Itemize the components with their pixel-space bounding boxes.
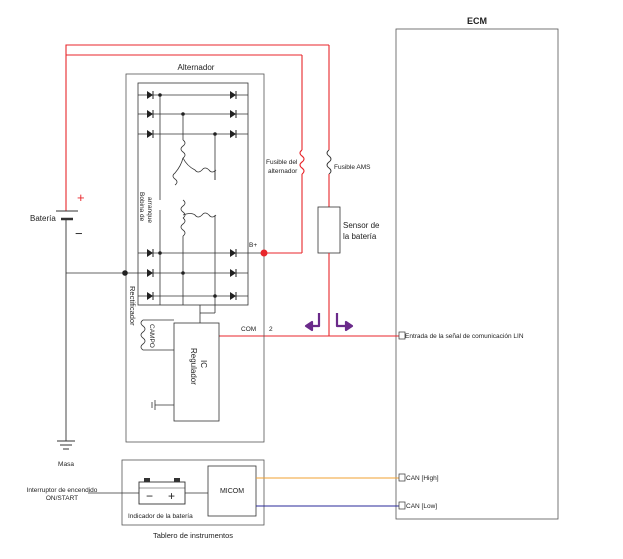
junction-dots — [122, 93, 217, 298]
com-label: COM — [241, 326, 256, 333]
ic-regulator-label: Regulador — [189, 348, 198, 385]
alternator-title: Alternador — [178, 63, 215, 72]
ignition-switch-label: Interruptor de encendido — [27, 487, 98, 494]
battery-power-wire — [65, 44, 330, 211]
ic-regulator-label: IC — [199, 360, 208, 368]
rectifier-diodes — [147, 91, 237, 300]
field-coil-label: CAMPO — [148, 324, 155, 348]
can-high-label: CAN [High] — [406, 475, 439, 482]
ams-fuse-label: Fusible AMS — [334, 164, 371, 171]
b-plus-label: B+ — [249, 242, 257, 249]
battery-indicator-label: Indicador de la batería — [128, 513, 193, 520]
micom-box — [207, 465, 257, 517]
ecm-title: ECM — [467, 16, 487, 26]
alternator-fuse-label: Fusible del — [266, 159, 298, 166]
ic-regulator — [173, 322, 220, 422]
alternator-fuse-label: alternador — [268, 168, 298, 175]
ignition-switch-label: ON/START — [46, 495, 78, 502]
battery-label: Batería — [30, 214, 56, 223]
lin-input-label: Entrada de la señal de comunicación LIN — [405, 333, 524, 340]
instrument-cluster-label: Tablero de instrumentos — [153, 531, 233, 540]
battery-plus-sign: + — [77, 190, 85, 205]
ground-symbol — [57, 440, 75, 450]
ams-fuse — [326, 149, 332, 207]
can-low-label: CAN [Low] — [406, 503, 437, 510]
battery-minus-sign: − — [75, 226, 83, 241]
battery-sensor — [317, 206, 341, 254]
stator-coils — [172, 139, 217, 240]
battery-indicator-minus: − — [146, 489, 153, 503]
instrument-cluster-box — [121, 459, 265, 526]
field-coil — [140, 319, 174, 351]
b-plus-terminal — [260, 249, 268, 257]
battery-sensor-label: la batería — [343, 232, 377, 241]
micom-label: MICOM — [220, 488, 244, 495]
rectifier-bridge — [126, 82, 265, 306]
battery-symbol — [56, 210, 78, 441]
stator-coil-label: Bobina de — [138, 192, 145, 222]
rectifier-label: Rectificador — [128, 286, 137, 326]
can-high-pin — [398, 473, 406, 482]
pin-2-label: 2 — [269, 326, 273, 333]
ecm-box — [395, 28, 559, 520]
lin-pin — [398, 331, 406, 340]
ground-label: Masa — [58, 461, 74, 468]
can-low-pin — [398, 501, 406, 510]
signal-direction-arrows — [304, 313, 354, 332]
battery-sensor-label: Sensor de — [343, 221, 380, 230]
stator-coil-label: arranque — [146, 197, 153, 223]
battery-indicator-plus: + — [168, 489, 175, 503]
alternator-fuse — [265, 149, 305, 254]
alternator-box — [125, 73, 265, 443]
